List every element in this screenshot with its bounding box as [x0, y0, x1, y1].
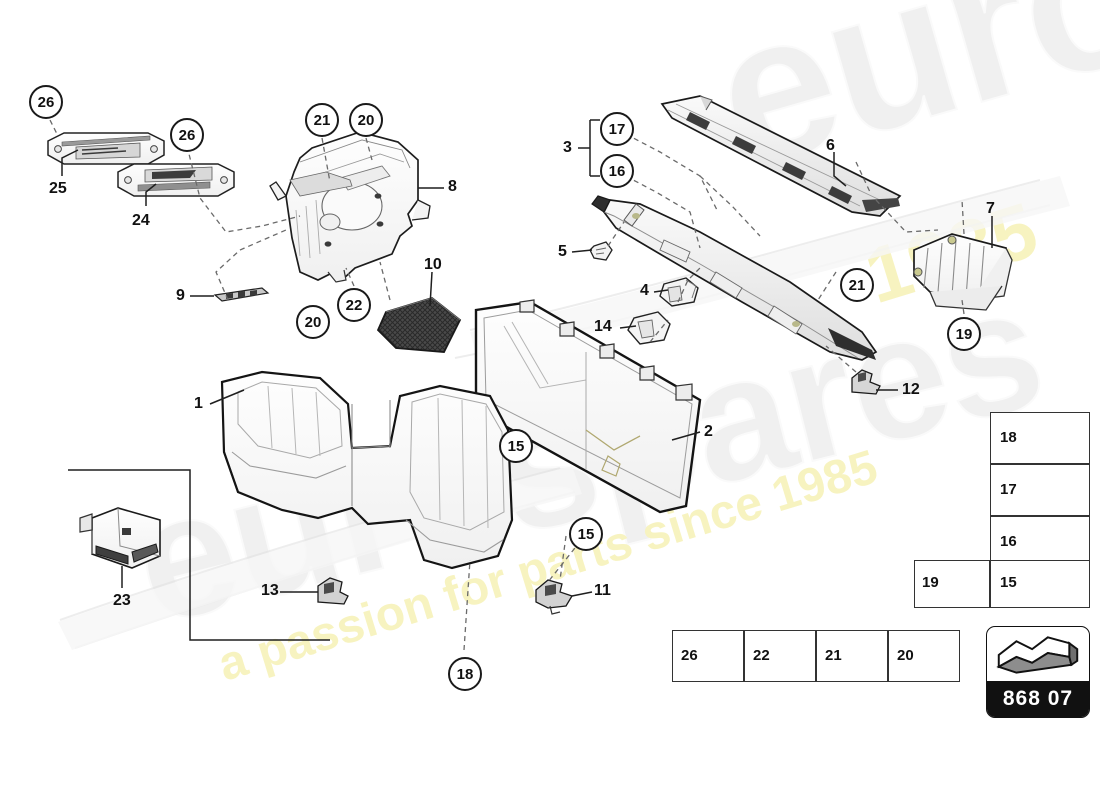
- callout-20-b[interactable]: 20: [296, 305, 330, 339]
- part-8-side-trim-panel: [269, 131, 431, 283]
- part-number-badge[interactable]: 868 07: [986, 626, 1090, 718]
- label-14: 14: [594, 318, 612, 335]
- label-8: 8: [448, 178, 457, 195]
- label-24: 24: [132, 212, 150, 229]
- legend-num-17: 17: [1000, 481, 1017, 498]
- label-2: 2: [704, 423, 713, 440]
- callout-26-a[interactable]: 26: [29, 85, 63, 119]
- callout-20-a[interactable]: 20: [349, 103, 383, 137]
- callout-22[interactable]: 22: [337, 288, 371, 322]
- badge-shape-icon: [996, 636, 1079, 674]
- label-10: 10: [424, 256, 442, 273]
- callout-15-a[interactable]: 15: [499, 429, 533, 463]
- legend-num-21: 21: [825, 647, 842, 664]
- legend-num-22: 22: [753, 647, 770, 664]
- callout-21-a[interactable]: 21: [305, 103, 339, 137]
- part-10-rubber-mat: [376, 297, 462, 353]
- label-11: 11: [594, 582, 611, 599]
- label-3: 3: [563, 139, 572, 156]
- part-25-emblem-plate: [47, 132, 165, 165]
- label-5: 5: [558, 243, 567, 260]
- callout-15-b[interactable]: 15: [569, 517, 603, 551]
- legend-num-15: 15: [1000, 574, 1017, 591]
- part-5-clip: [589, 241, 613, 261]
- callout-17[interactable]: 17: [600, 112, 634, 146]
- legend-num-20: 20: [897, 647, 914, 664]
- watermark-brand-large: eurospares: [690, 0, 1100, 217]
- legend-num-16: 16: [1000, 533, 1017, 550]
- label-12: 12: [902, 381, 920, 398]
- legend-num-18: 18: [1000, 429, 1017, 446]
- label-23: 23: [113, 592, 131, 609]
- label-13: 13: [261, 582, 279, 599]
- callout-26-b[interactable]: 26: [170, 118, 204, 152]
- legend-num-26: 26: [681, 647, 698, 664]
- callout-16[interactable]: 16: [600, 154, 634, 188]
- callout-21-b[interactable]: 21: [840, 268, 874, 302]
- callout-18[interactable]: 18: [448, 657, 482, 691]
- label-4: 4: [640, 282, 649, 299]
- legend-box-19[interactable]: [914, 560, 990, 608]
- part-number-text: 868 07: [987, 681, 1089, 717]
- label-6: 6: [826, 137, 835, 154]
- label-25: 25: [49, 180, 67, 197]
- label-1: 1: [194, 395, 203, 412]
- label-7: 7: [986, 200, 995, 217]
- callout-19[interactable]: 19: [947, 317, 981, 351]
- legend-num-19: 19: [922, 574, 939, 591]
- part-24-emblem-plate: [117, 163, 235, 197]
- part-4-handle: [659, 277, 699, 307]
- label-9: 9: [176, 287, 185, 304]
- part-9-trim-strip: [213, 287, 270, 302]
